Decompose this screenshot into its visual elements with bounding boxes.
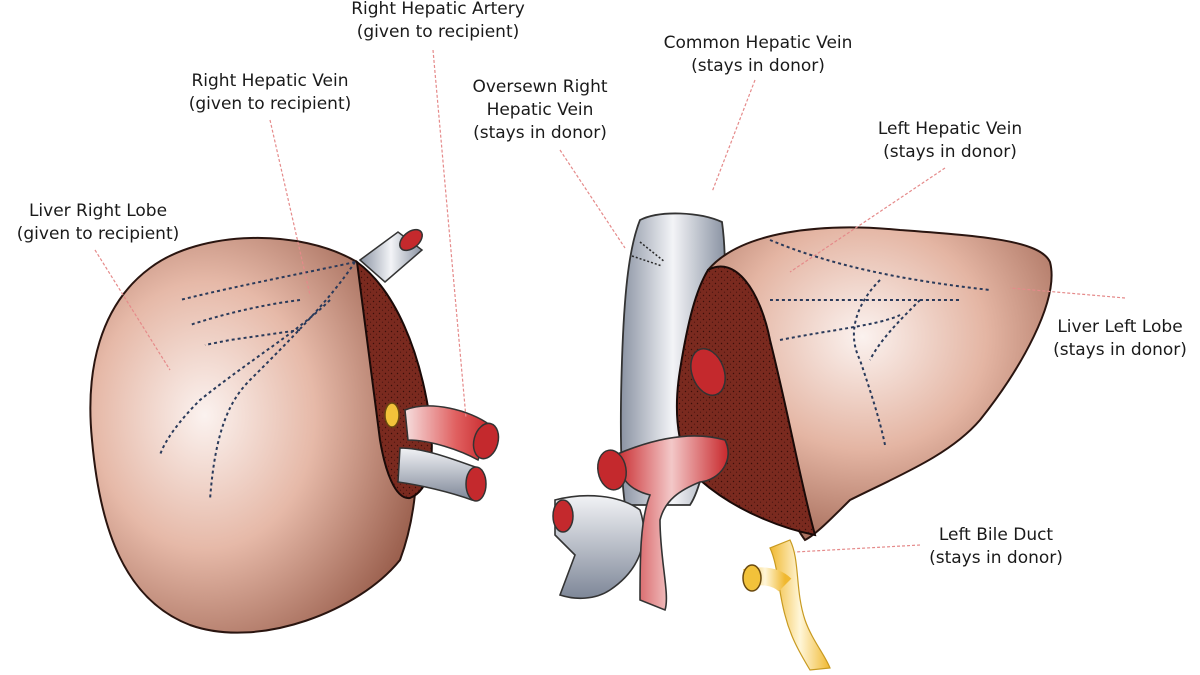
left-hepatic-vein-opening (690, 348, 726, 396)
label-oversewn-right-hepatic-vein: Oversewn Right Hepatic Vein (stays in do… (472, 76, 607, 145)
label-line: Right Hepatic Artery (351, 0, 525, 19)
right-hepatic-artery-tube (404, 405, 500, 462)
label-line: (given to recipient) (16, 224, 180, 244)
label-line: (stays in donor) (473, 123, 607, 143)
label-line: (stays in donor) (929, 548, 1063, 568)
donor-hepatic-artery (597, 435, 729, 612)
label-line: Left Bile Duct (938, 525, 1054, 545)
leader-oversewn-vein (559, 149, 626, 249)
label-line: (stays in donor) (691, 56, 825, 76)
right-lobe (89, 237, 433, 634)
left-bile-duct (742, 539, 831, 671)
left-lobe (675, 226, 1053, 542)
right-portal-vein-tube (397, 447, 487, 502)
leader-left-hepatic-vein (789, 167, 946, 273)
label-line: (given to recipient) (188, 94, 352, 114)
label-left-hepatic-vein: Left Hepatic Vein (stays in donor) (878, 118, 1022, 164)
label-liver-left-lobe: Liver Left Lobe (stays in donor) (1053, 316, 1187, 362)
leader-left-bile-duct (794, 544, 921, 553)
label-right-hepatic-artery: Right Hepatic Artery (given to recipient… (351, 0, 525, 44)
right-hepatic-vein-stub (358, 228, 424, 283)
donor-portal-vein (552, 494, 645, 600)
leader-left-lobe (1009, 287, 1126, 299)
label-line: Hepatic Vein (486, 100, 594, 120)
label-line: Right Hepatic Vein (191, 71, 349, 91)
label-line: Oversewn Right (472, 77, 608, 97)
label-line: (stays in donor) (883, 142, 1017, 162)
label-left-bile-duct: Left Bile Duct (stays in donor) (929, 524, 1063, 570)
label-line: (stays in donor) (1053, 340, 1187, 360)
label-common-hepatic-vein: Common Hepatic Vein (stays in donor) (664, 32, 853, 78)
leader-common-hepatic-vein (711, 79, 756, 193)
right-bile-duct-opening (384, 402, 400, 428)
label-right-hepatic-vein: Right Hepatic Vein (given to recipient) (189, 70, 352, 116)
leader-right-lobe (94, 249, 171, 371)
label-line: Liver Right Lobe (28, 201, 168, 221)
label-liver-right-lobe: Liver Right Lobe (given to recipient) (17, 200, 180, 246)
leader-right-hepatic-artery (432, 49, 467, 419)
leader-lines (94, 49, 1126, 553)
label-line: Liver Left Lobe (1057, 317, 1183, 337)
label-line: Common Hepatic Vein (663, 33, 853, 53)
label-line: (given to recipient) (356, 22, 520, 42)
label-line: Left Hepatic Vein (877, 119, 1023, 139)
